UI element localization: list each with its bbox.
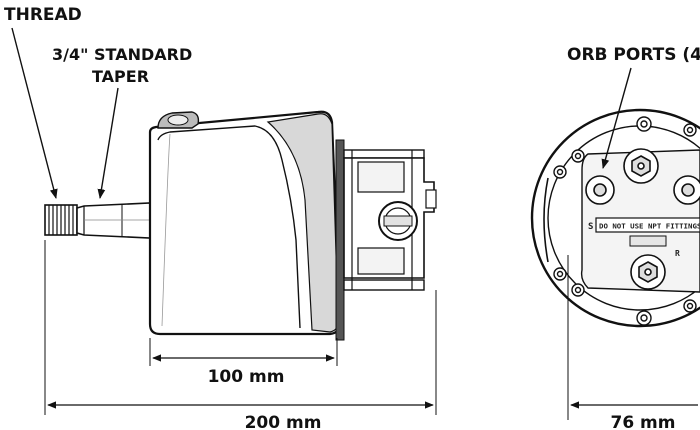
valve-block — [343, 149, 437, 291]
body-length-value: 100 mm — [208, 367, 285, 387]
face-diameter-value: 76 mm — [610, 413, 675, 430]
front-view: DO NOT USE NPT FITTINGS S R — [530, 108, 700, 328]
thread-label: THREAD — [4, 5, 82, 25]
port-letter-r: R — [675, 249, 680, 258]
overall-length-dimension: 200 mm — [44, 240, 437, 430]
taper-label-line1: 3/4" STANDARD — [52, 45, 192, 64]
taper-label-line2: TAPER — [92, 67, 149, 86]
taper-shaft — [76, 202, 151, 239]
overall-length-value: 200 mm — [245, 413, 322, 430]
threaded-shaft-tip — [44, 204, 78, 236]
side-view — [44, 110, 437, 341]
orb-ports-label: ORB PORTS (4) — [567, 45, 700, 65]
port-letter-s: S — [588, 222, 593, 232]
port-warning-text: DO NOT USE NPT FITTINGS — [599, 222, 700, 231]
orb-ports — [585, 148, 700, 290]
mounting-flange — [335, 139, 345, 341]
face-diameter-dimension: 76 mm — [567, 255, 698, 430]
body-length-dimension: 100 mm — [149, 338, 338, 387]
